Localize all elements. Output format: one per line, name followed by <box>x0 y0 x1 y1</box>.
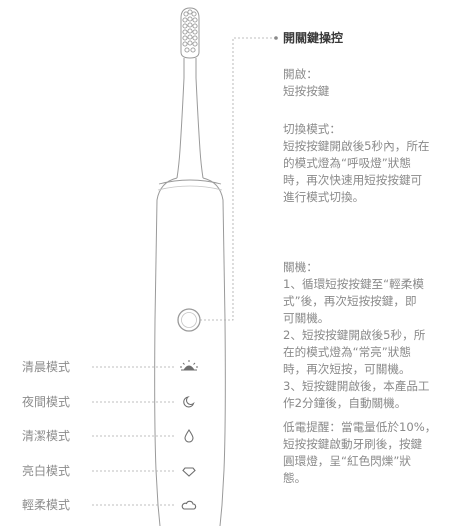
cloud-icon <box>181 500 197 510</box>
power-off-line: 作2分鐘後，自動關機。 <box>283 396 407 410</box>
power-button-center <box>181 312 197 328</box>
water-drop-icon <box>184 429 194 443</box>
power-off-line: 3、短按鍵開啟後，本產品工 <box>283 379 430 393</box>
instruction-panel: 開關鍵操控 開啟： 短按按鍵 切換模式： 短按按鍵開啟後5秒內，所在 的模式燈為… <box>283 30 461 485</box>
handle-collar-inner <box>157 185 223 191</box>
power-off-line: 可關機。 <box>283 311 330 325</box>
power-off-line: 時，再次短按，可關機。 <box>283 362 411 376</box>
mode-label-gentle: 輕柔模式 <box>22 498 71 512</box>
panel-title: 開關鍵操控 <box>283 31 344 45</box>
switch-mode-line: 的模式燈為“呼吸燈”狀態 <box>283 156 411 170</box>
low-battery-section: 低電提醒：當電量低於10%， 短按按鍵啟動牙刷後，按鍵 圓環燈，呈“紅色閃爍”狀… <box>283 419 436 487</box>
button-leader-line <box>200 37 275 321</box>
leader-dot <box>274 36 278 40</box>
sunrise-icon <box>180 360 198 371</box>
handle-body <box>154 177 226 527</box>
power-off-line: 式”後，再次短按按鍵，即 <box>283 294 417 308</box>
switch-mode-line: 時，再次快速用短按按鍵可 <box>283 173 423 187</box>
switch-mode-line: 短按按鍵開啟後5秒內，所在 <box>283 139 430 153</box>
mode-label-whitening: 亮白模式 <box>22 464 71 478</box>
low-battery-line: 圓環燈，呈“紅色閃爍”狀 <box>283 454 411 468</box>
low-battery-line: 低電提醒：當電量低於10%， <box>283 420 437 434</box>
power-on-line: 短按按鍵 <box>283 84 330 98</box>
power-off-line: 1、循環短按按鍵至“輕柔模 <box>283 277 424 291</box>
power-on-section: 開啟： 短按按鍵 <box>283 66 329 100</box>
diamond-icon <box>182 467 196 477</box>
mode-label-morning: 清晨模式 <box>22 360 71 374</box>
low-battery-line: 態。 <box>283 471 307 485</box>
power-off-heading: 關機： <box>283 260 318 274</box>
switch-mode-line: 進行模式切換。 <box>283 190 365 204</box>
brush-neck <box>176 58 204 179</box>
power-off-line: 2、短按按鍵開啟後5秒，所 <box>283 328 426 342</box>
mode-label-clean: 清潔模式 <box>22 429 71 443</box>
brush-head <box>180 7 200 59</box>
switch-mode-heading: 切換模式： <box>283 122 341 136</box>
power-off-line: 在的模式燈為“常亮”狀態 <box>283 345 411 359</box>
mode-label-night: 夜間模式 <box>22 395 71 409</box>
moon-icon <box>183 396 195 408</box>
low-battery-line: 短按按鍵啟動牙刷後，按鍵 <box>283 437 423 451</box>
power-on-heading: 開啟： <box>283 67 318 81</box>
switch-mode-section: 切換模式： 短按按鍵開啟後5秒內，所在 的模式燈為“呼吸燈”狀態 時，再次快速用… <box>283 121 430 206</box>
power-off-section: 關機： 1、循環短按按鍵至“輕柔模 式”後，再次短按按鍵，即 可關機。 2、短按… <box>283 259 430 412</box>
handle-collar <box>158 179 222 185</box>
